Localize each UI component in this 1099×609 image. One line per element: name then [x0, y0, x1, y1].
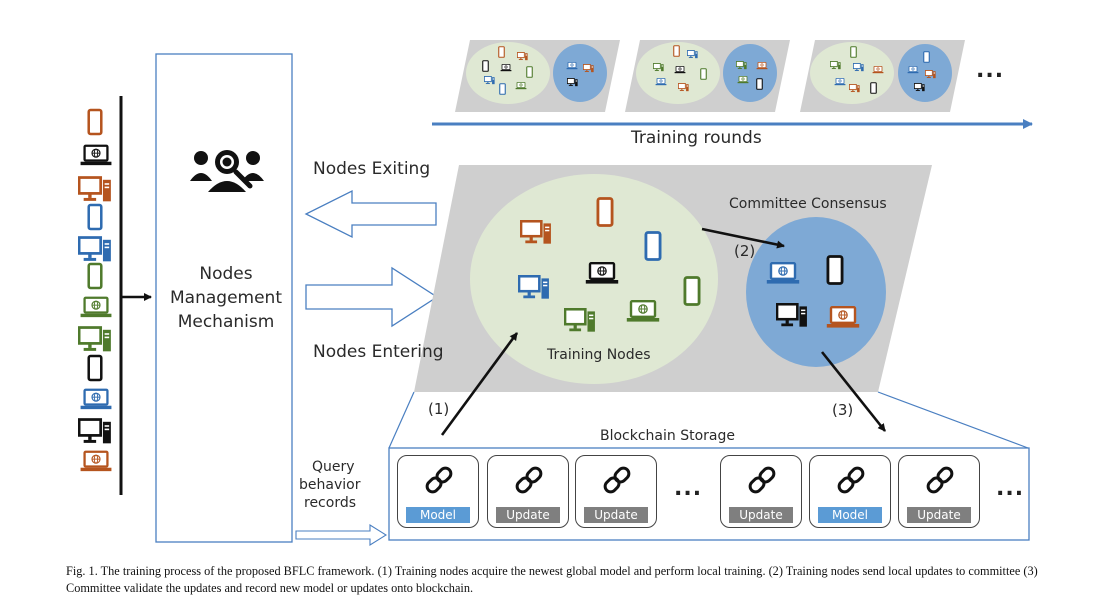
- chain-link-icon: [425, 466, 453, 494]
- chain-ellipsis-end: ...: [996, 476, 1025, 501]
- block-update: Update: [575, 455, 657, 528]
- block-label: Model: [818, 507, 882, 523]
- chain-ellipsis-middle: ...: [674, 476, 703, 501]
- committee-circle: [746, 217, 886, 367]
- laptop-icon: [766, 262, 800, 285]
- nodes-exiting-label: Nodes Exiting: [313, 159, 431, 179]
- query-label-line-1: Query: [312, 459, 355, 475]
- management-box: [155, 53, 293, 543]
- phone-icon: [596, 197, 614, 227]
- training-nodes-label: Training Nodes: [547, 347, 651, 363]
- step-1-label: (1): [428, 400, 450, 418]
- training-rounds-label: Training rounds: [631, 128, 762, 148]
- query-label-line-2: behavior: [299, 477, 361, 493]
- blockchain-storage-label: Blockchain Storage: [600, 428, 736, 444]
- phone-icon: [683, 276, 701, 306]
- laptop-icon: [626, 300, 660, 323]
- storage-zoom-line-right: [877, 391, 1029, 449]
- people-search-icon: [190, 150, 264, 192]
- round-panel-2: [625, 40, 790, 112]
- block-update: Update: [898, 455, 980, 528]
- arrow-step-3: [820, 351, 887, 432]
- block-model: Model: [397, 455, 479, 528]
- chain-link-icon: [926, 466, 954, 494]
- nodes-entering-label: Nodes Entering: [313, 342, 444, 362]
- phone-icon: [826, 255, 844, 285]
- arrow-step-2: [701, 227, 785, 249]
- block-label: Update: [584, 507, 648, 523]
- query-label-line-3: records: [304, 495, 357, 511]
- block-update: Update: [720, 455, 802, 528]
- node-pool-column: [78, 96, 123, 495]
- round-panel-1: [455, 40, 620, 112]
- chain-link-icon: [515, 466, 543, 494]
- storage-zoom-line-left: [388, 391, 415, 449]
- arrow-step-1: [440, 332, 519, 436]
- block-label: Model: [406, 507, 470, 523]
- block-update: Update: [487, 455, 569, 528]
- rounds-ellipsis: ...: [976, 58, 1005, 83]
- phone-icon: [644, 231, 662, 261]
- figure-caption: Fig. 1. The training process of the prop…: [66, 564, 1038, 595]
- chain-link-icon: [837, 466, 865, 494]
- step-2-label: (2): [734, 242, 756, 260]
- round-panel-3: [800, 40, 965, 112]
- chain-link-icon: [748, 466, 776, 494]
- committee-consensus-label: Committee Consensus: [729, 196, 887, 212]
- training-rounds-panels: [455, 40, 965, 112]
- management-label: Nodes Management Mechanism: [170, 264, 282, 332]
- block-model: Model: [809, 455, 891, 528]
- block-label: Update: [907, 507, 971, 523]
- block-label: Update: [496, 507, 560, 523]
- laptop-icon: [826, 306, 860, 329]
- chain-link-icon: [603, 466, 631, 494]
- block-label: Update: [729, 507, 793, 523]
- nodes-exiting-arrow: [304, 189, 437, 239]
- laptop-icon: [585, 262, 619, 285]
- query-records-arrow: [295, 524, 388, 546]
- nodes-entering-arrow: [305, 266, 439, 328]
- step-3-label: (3): [832, 401, 854, 419]
